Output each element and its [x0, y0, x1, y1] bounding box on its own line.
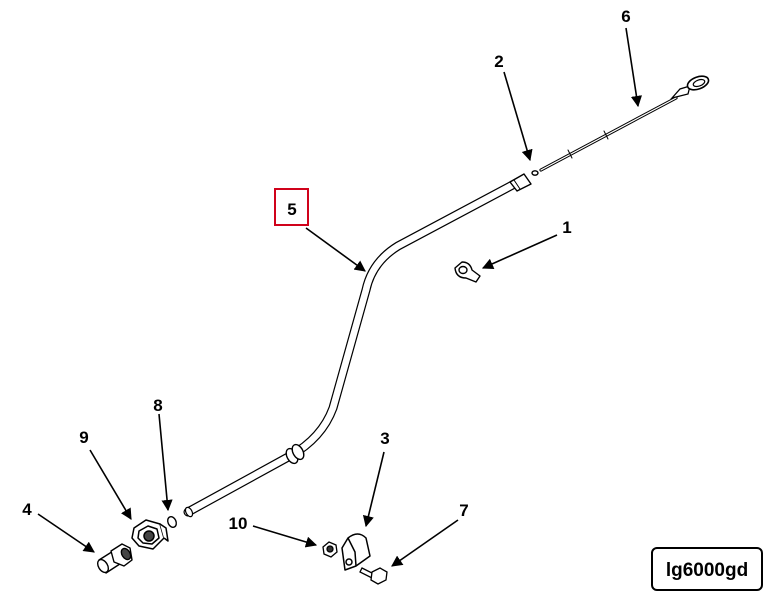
tube-part-5 [183, 173, 532, 518]
figure-id-box: lg6000gd [651, 547, 763, 591]
dipstick-part-6 [539, 75, 710, 172]
nut-part-9 [131, 519, 169, 550]
callout-2: 2 [494, 52, 503, 71]
callout-7: 7 [459, 501, 468, 520]
figure-id: lg6000gd [666, 560, 748, 581]
nut-part-10 [322, 541, 338, 558]
bracket-part-3 [341, 533, 371, 571]
leader-lines [37, 27, 643, 567]
highlight-box [274, 188, 309, 226]
bolt-part-7 [359, 567, 388, 585]
callout-3: 3 [380, 429, 389, 448]
callout-labels: 1 2 3 4 5 6 7 8 9 10 [22, 7, 630, 533]
callout-5: 5 [287, 200, 296, 219]
callout-9: 9 [79, 428, 88, 447]
callout-4: 4 [22, 500, 32, 519]
callout-1: 1 [562, 218, 571, 237]
o-ring-part-2 [531, 170, 539, 176]
callout-10: 10 [229, 514, 248, 533]
clamp-part-1 [454, 261, 481, 283]
fitting-part-4 [96, 543, 133, 574]
callout-8: 8 [153, 396, 162, 415]
callout-6: 6 [621, 7, 630, 26]
ferrule-part-8 [166, 516, 178, 528]
